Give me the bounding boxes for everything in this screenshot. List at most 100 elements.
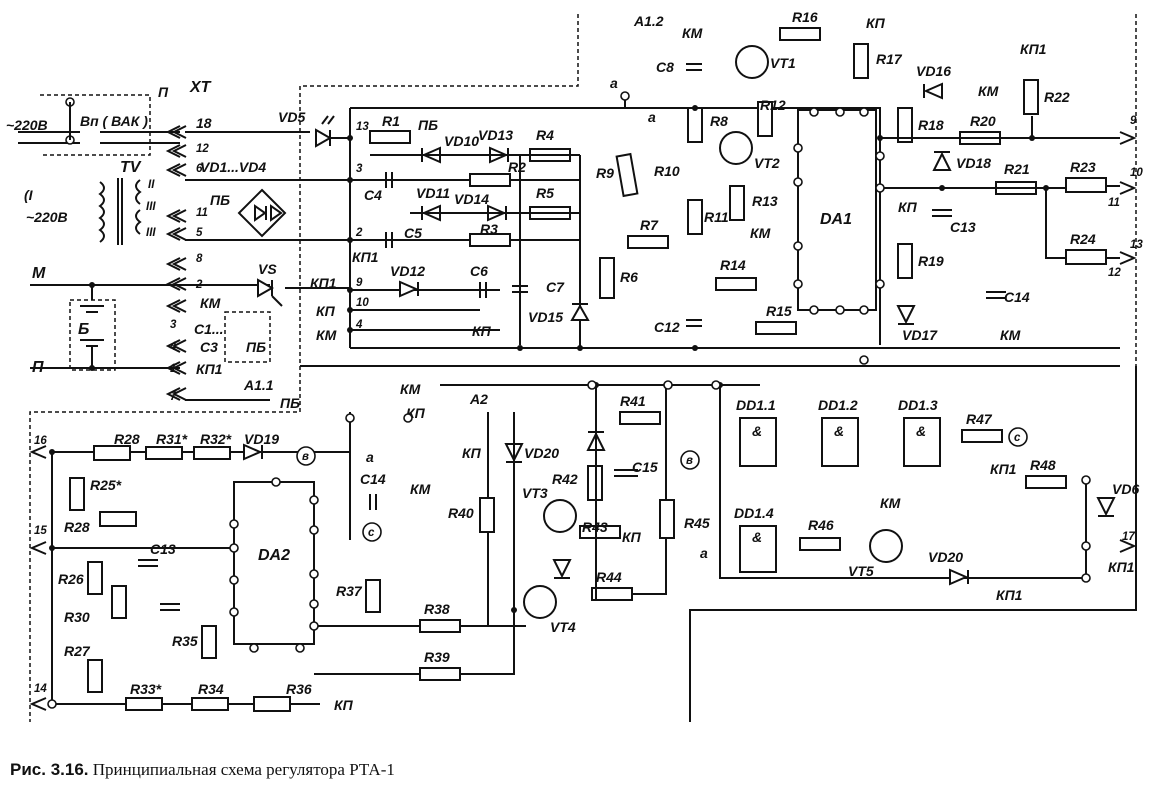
r47-label: R47 — [966, 411, 993, 427]
kp1-out: КП1 — [1108, 559, 1135, 575]
terminal-b-left — [296, 446, 316, 466]
r44-label: R44 — [596, 569, 622, 585]
da2-label: DA2 — [258, 547, 290, 564]
resistor-r15 — [755, 321, 797, 335]
km-label-xt: КМ — [200, 295, 221, 311]
r10-label: R10 — [654, 163, 680, 179]
primary-label: (I — [24, 187, 34, 203]
resistor-r26 — [87, 561, 103, 595]
terminal-c-right — [1008, 427, 1028, 447]
resistor-r2 — [469, 173, 511, 187]
c8-label: C8 — [656, 59, 674, 75]
node-a-top-2: a — [648, 109, 656, 125]
resistor-r3 — [469, 233, 511, 247]
label-vd1-vd4: VD1...VD4 — [200, 159, 266, 175]
r23-label: R23 — [1070, 159, 1096, 175]
r43-label: R43 — [582, 519, 608, 535]
r20-label: R20 — [970, 113, 996, 129]
figure-title: Принципиальная схема регулятора РТА-1 — [92, 760, 395, 779]
km-c14: КМ — [410, 481, 431, 497]
km-r13: КМ — [750, 225, 771, 241]
figure-number: Рис. 3.16. — [10, 760, 89, 779]
vd8-label: VD11 — [416, 185, 450, 201]
r9-label: R9 — [596, 165, 614, 181]
resistor-r35 — [201, 625, 217, 659]
kp1-label-xt: КП1 — [196, 361, 223, 377]
xt-label: XT — [189, 79, 212, 96]
c15-label: C15 — [632, 459, 658, 475]
terminal-b-left-label: в — [302, 451, 309, 463]
terminal-c-right-label: с — [1014, 432, 1021, 444]
a12-label: A1.2 — [633, 13, 664, 29]
node-2: 2 — [355, 227, 363, 239]
out-10: 10 — [1130, 167, 1143, 179]
pb-box — [224, 311, 271, 363]
resistor-r16 — [779, 27, 821, 41]
km-vt5: КМ — [880, 495, 901, 511]
resistor-r44 — [591, 587, 633, 601]
wires-a2 — [440, 384, 760, 626]
km-a2: КМ — [400, 381, 421, 397]
breaker-label: Вп ( ВАК ) — [80, 113, 148, 129]
kp1-left-2: КП1 — [352, 249, 379, 265]
vd17-label: VD20 — [524, 445, 559, 461]
r16-label: R16 — [792, 9, 818, 25]
wires-logic — [719, 385, 1087, 579]
dd1-1-label: DD1.1 — [736, 397, 776, 413]
gate-dd1-1 — [739, 417, 777, 467]
resistor-r48 — [1025, 475, 1067, 489]
r25-label: R25* — [90, 477, 122, 493]
mains-220v-bottom: ~220В — [26, 209, 68, 225]
r33-label: R33* — [130, 681, 162, 697]
node-4: 4 — [355, 319, 363, 331]
kp1-r48: КП1 — [990, 461, 1017, 477]
capacitor-c10 — [932, 209, 952, 217]
resistor-r39 — [419, 667, 461, 681]
node-3: 3 — [356, 163, 363, 175]
xt-pin-5: 5 — [196, 227, 203, 239]
block-boundaries — [29, 14, 1137, 722]
r15-label: R15 — [766, 303, 792, 319]
node-13: 13 — [356, 121, 369, 133]
out-13: 13 — [1130, 239, 1143, 251]
kp-r40: КП — [462, 445, 482, 461]
out-11: 11 — [1108, 197, 1120, 209]
capacitor-c11 — [986, 291, 1006, 299]
xt-pin-8: 8 — [196, 253, 203, 265]
transformer-tv — [98, 178, 142, 245]
c4-label: C4 — [364, 187, 382, 203]
transistor-vt3 — [543, 499, 577, 533]
led-vd6 — [1096, 497, 1116, 517]
km-left: КМ — [316, 327, 337, 343]
pb-r1-label: ПБ — [418, 117, 438, 133]
left-outputs — [29, 445, 47, 711]
r22-label: R22 — [1044, 89, 1070, 105]
vd6-label: VD6 — [1112, 481, 1139, 497]
xt-pin-2: 2 — [195, 279, 203, 291]
vd7-label: VD10 — [444, 133, 479, 149]
a2-label: A2 — [469, 391, 488, 407]
resistor-r11 — [687, 199, 703, 235]
capacitor-c4 — [385, 172, 393, 188]
diode-vd20 — [949, 568, 969, 586]
resistor-r41 — [619, 411, 661, 425]
xt-pin-3: 3 — [170, 319, 177, 331]
gate-dd1-2 — [821, 417, 859, 467]
pb-box-label: ПБ — [246, 339, 266, 355]
resistor-r30 — [111, 585, 127, 619]
out-15: 15 — [34, 525, 47, 537]
r38-label: R38 — [424, 601, 450, 617]
node-9: 9 — [356, 277, 363, 289]
resistor-r46 — [799, 537, 841, 551]
zener-vd12 — [570, 303, 590, 321]
kp1-left: КП1 — [310, 275, 337, 291]
xt-pin-4: 4 — [169, 341, 177, 353]
breaker-p-label: П — [158, 84, 169, 100]
c1-label: С1... — [194, 321, 224, 337]
terminal-c-da2 — [362, 522, 382, 542]
r1-label: R1 — [382, 113, 400, 129]
r32-label: R32* — [200, 431, 232, 447]
resistor-r13 — [729, 185, 745, 221]
out-17: 17 — [1122, 531, 1135, 543]
vd15-label: VD18 — [956, 155, 991, 171]
